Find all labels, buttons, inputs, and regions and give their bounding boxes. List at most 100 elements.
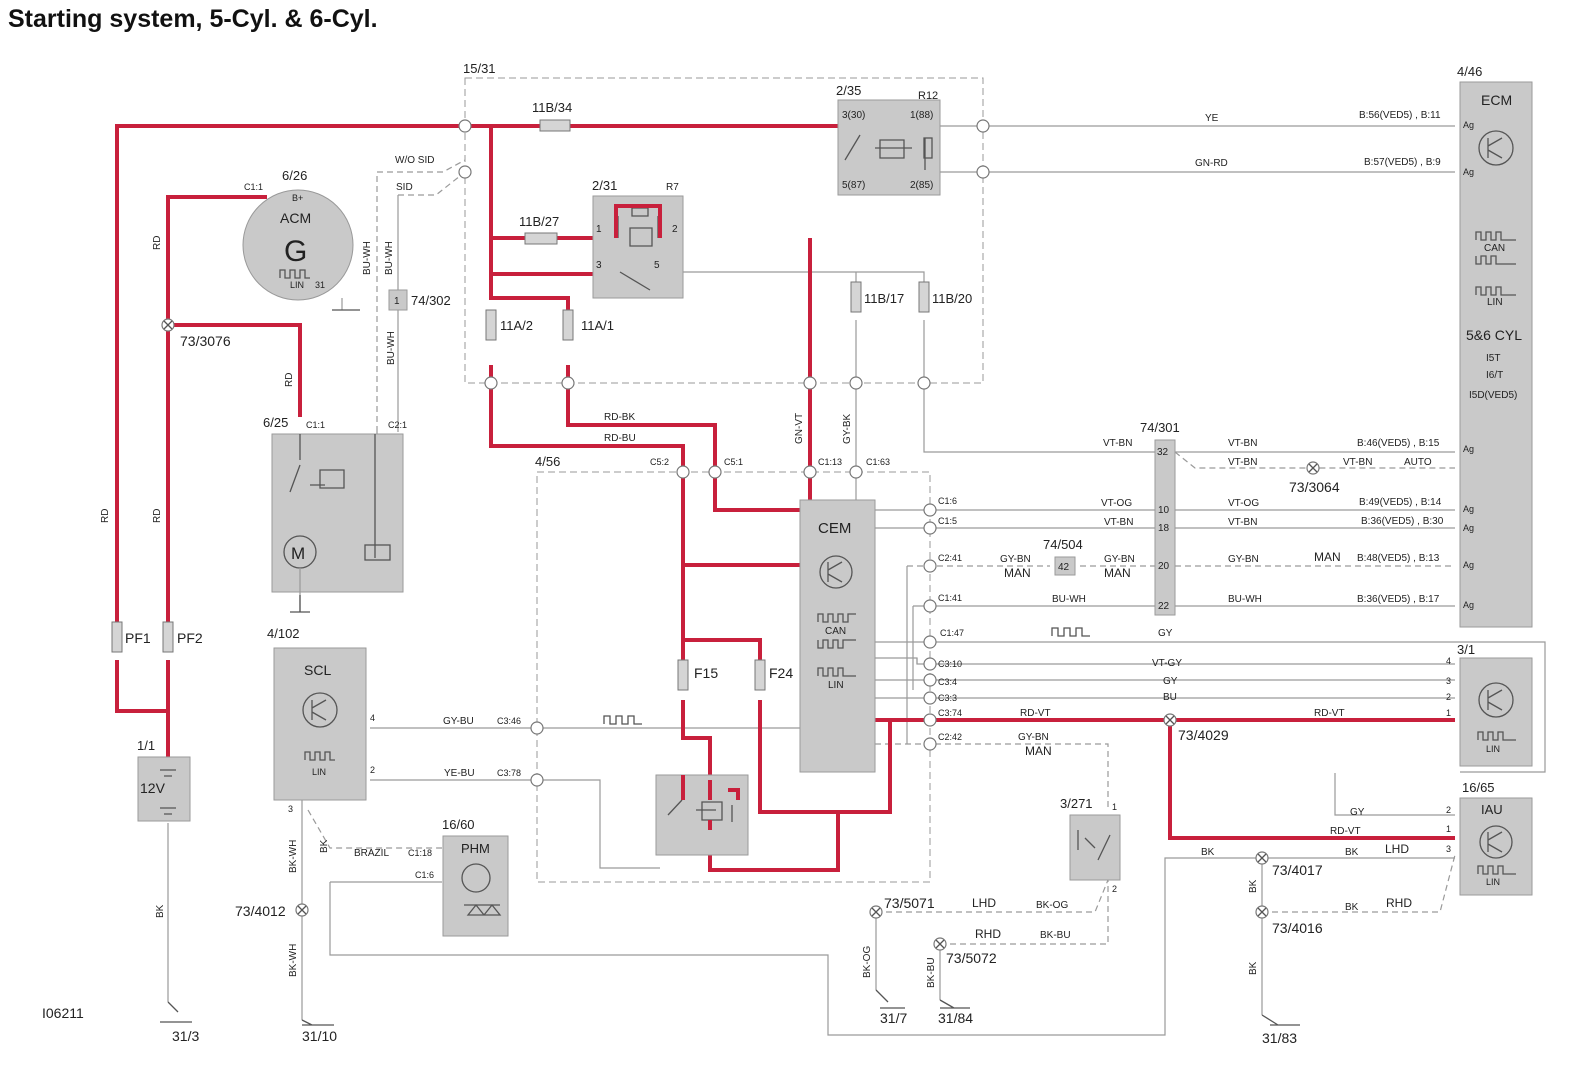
- box-15-31-label: 15/31: [463, 61, 496, 76]
- acm-name: ACM: [280, 210, 311, 226]
- svg-text:BK-WH: BK-WH: [288, 840, 299, 873]
- acm-bplus: B+: [292, 193, 303, 203]
- svg-text:GY-BN: GY-BN: [1018, 732, 1049, 743]
- svg-text:73/3076: 73/3076: [180, 333, 231, 349]
- svg-text:10: 10: [1158, 505, 1170, 516]
- scl-module: 4/102 SCL LIN 4 2 3: [267, 626, 375, 814]
- svg-text:LIN: LIN: [1486, 877, 1500, 887]
- svg-text:1: 1: [394, 296, 400, 307]
- svg-text:VT-BN: VT-BN: [1228, 457, 1257, 468]
- iau-module: 16/65 IAU LIN 2 1 3: [1446, 780, 1533, 896]
- fuse-f15-label: F15: [694, 665, 718, 681]
- svg-text:VT-BN: VT-BN: [1343, 457, 1372, 468]
- svg-text:RD-BK: RD-BK: [604, 412, 635, 423]
- ecm-name: ECM: [1481, 92, 1512, 108]
- svg-text:C3:10: C3:10: [938, 659, 962, 669]
- svg-text:GY: GY: [1163, 676, 1178, 687]
- ecm-id: 4/46: [1457, 64, 1482, 79]
- ecm-can: CAN: [1484, 243, 1505, 254]
- svg-text:31/83: 31/83: [1262, 1030, 1297, 1046]
- box-4-56-label: 4/56: [535, 454, 560, 469]
- svg-text:YE-BU: YE-BU: [444, 768, 475, 779]
- svg-text:W/O SID: W/O SID: [395, 155, 434, 166]
- ecm-pin-labels: B:56(VED5) , B:11 B:57(VED5) , B:9 B:46(…: [1357, 110, 1474, 610]
- svg-text:2: 2: [1446, 805, 1451, 815]
- starter-6-25: 6/25 C1:1 C2:1 M: [263, 415, 407, 612]
- fuse-11b-20-label: 11B/20: [932, 291, 972, 306]
- fuse-11b-17-label: 11B/17: [864, 291, 904, 306]
- cem-lin: LIN: [828, 680, 844, 691]
- fuse-11b-17: [850, 281, 862, 313]
- ecm-lin: LIN: [1487, 297, 1503, 308]
- cem-module: CEM CAN LIN: [799, 499, 876, 773]
- svg-text:BK: BK: [1248, 879, 1259, 893]
- svg-text:C5:1: C5:1: [724, 457, 743, 467]
- svg-text:31/84: 31/84: [938, 1010, 973, 1026]
- relay-2-31: 2/31 R7 1 2 3 5: [592, 178, 684, 299]
- svg-text:C3:46: C3:46: [497, 716, 521, 726]
- relay-2-35-pin1: 3(30): [842, 110, 865, 121]
- svg-text:Ag: Ag: [1463, 120, 1474, 130]
- relay-2-31-pin1: 1: [596, 224, 602, 235]
- connector-74-302: 1 74/302: [388, 289, 451, 311]
- svg-text:GY: GY: [1350, 807, 1365, 818]
- svg-text:LHD: LHD: [1385, 842, 1409, 856]
- cem-can: CAN: [825, 626, 846, 637]
- svg-text:BU-WH: BU-WH: [1052, 594, 1086, 605]
- ecm-module: 4/46 ECM CAN LIN 5&6 CYL I5T I6/T I5D(VE…: [1457, 64, 1533, 628]
- svg-text:4: 4: [1446, 656, 1451, 666]
- fuse-11a-1-label: 11A/1: [581, 318, 614, 333]
- svg-text:C3:4: C3:4: [938, 677, 957, 687]
- svg-text:20: 20: [1158, 561, 1170, 572]
- svg-text:B:49(VED5) , B:14: B:49(VED5) , B:14: [1359, 497, 1442, 508]
- svg-text:73/5072: 73/5072: [946, 950, 997, 966]
- svg-text:31/3: 31/3: [172, 1028, 199, 1044]
- relay-4-56-internal: [655, 774, 749, 856]
- wire-labels: YE GN-RD RD RD RD RD BU-WH BU-WH BU-WH R…: [100, 113, 1372, 988]
- svg-text:RD: RD: [152, 236, 163, 250]
- fuse-11b-34-label: 11B/34: [532, 100, 572, 115]
- module-3-1: 3/1 LIN 4 3 2 1: [1446, 642, 1533, 767]
- svg-text:BK: BK: [319, 839, 330, 853]
- svg-text:73/4012: 73/4012: [235, 903, 286, 919]
- junction-nodes: [458, 119, 990, 787]
- svg-text:Ag: Ag: [1463, 444, 1474, 454]
- svg-text:GY-BN: GY-BN: [1228, 554, 1259, 565]
- fuse-11b-27: [524, 232, 558, 245]
- svg-text:C1:63: C1:63: [866, 457, 890, 467]
- svg-text:BRAZIL: BRAZIL: [354, 848, 389, 859]
- svg-text:B:36(VED5) , B:17: B:36(VED5) , B:17: [1357, 594, 1440, 605]
- relay-2-35-pin2: 1(88): [910, 110, 933, 121]
- splices: 73/3076 73/3064 73/4029 73/4017 73/4016 …: [161, 318, 1340, 966]
- svg-text:RD: RD: [284, 373, 295, 387]
- svg-text:BK: BK: [1345, 902, 1359, 913]
- fuse-f24-label: F24: [769, 665, 793, 681]
- signal-waveforms: [603, 627, 1090, 725]
- scl-id: 4/102: [267, 626, 300, 641]
- svg-text:B:56(VED5) , B:11: B:56(VED5) , B:11: [1359, 110, 1441, 121]
- svg-text:C3:74: C3:74: [938, 708, 962, 718]
- fuse-11a-2-label: 11A/2: [500, 318, 533, 333]
- relay-2-31-pin2: 2: [672, 224, 678, 235]
- phm-c1-18: C1:18: [408, 848, 432, 858]
- relay-2-35-name: R12: [918, 90, 938, 102]
- svg-text:31/7: 31/7: [880, 1010, 907, 1026]
- ecm-engine-1: I5T: [1486, 353, 1500, 364]
- svg-text:RD: RD: [152, 509, 163, 523]
- relay-2-35: 2/35 R12 3(30) 1(88) 5(87) 2(85): [836, 83, 941, 196]
- svg-text:73/5071: 73/5071: [884, 895, 935, 911]
- svg-text:MAN: MAN: [1314, 550, 1341, 564]
- svg-text:GY-BN: GY-BN: [1000, 554, 1031, 565]
- svg-text:LIN: LIN: [1486, 744, 1500, 754]
- scl-name: SCL: [304, 662, 331, 678]
- scl-pin4: 4: [370, 713, 375, 723]
- acm-pin31: 31: [315, 280, 325, 290]
- module-3-1-id: 3/1: [1457, 642, 1475, 657]
- relay-2-35-pin4: 2(85): [910, 180, 933, 191]
- fuse-pf2: [162, 621, 174, 653]
- image-code: I06211: [42, 1005, 84, 1021]
- fuse-11b-20: [918, 281, 930, 313]
- starter-c1-1: C1:1: [306, 420, 325, 430]
- fuse-f15: [677, 659, 689, 691]
